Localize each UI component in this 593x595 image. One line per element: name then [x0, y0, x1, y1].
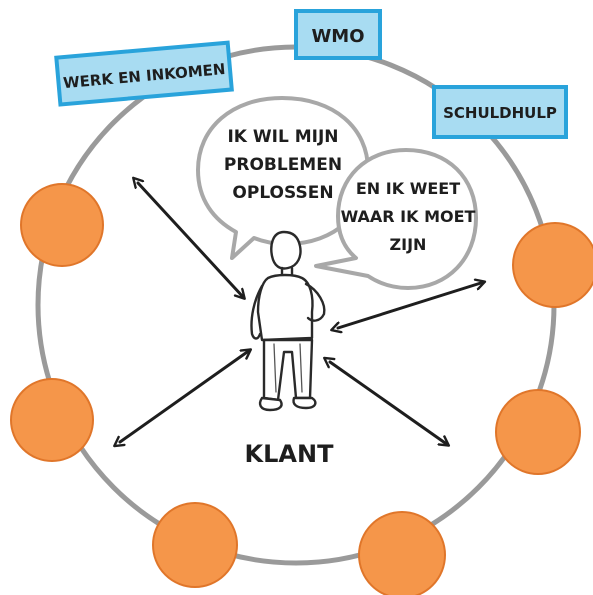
- client-label: KLANT: [245, 440, 335, 468]
- ring-node-bottom-left: [152, 502, 238, 588]
- label-schuldhulp: SCHULDHULP: [432, 85, 568, 139]
- ring-node-right-top: [512, 222, 593, 308]
- bubble-left-line-3: OPLOSSEN: [232, 183, 333, 203]
- ring-node-left-top: [20, 183, 104, 267]
- arrows: [120, 183, 484, 445]
- arrow-right: [338, 282, 484, 328]
- bubble-left-line-2: PROBLEMEN: [224, 155, 342, 175]
- label-wmo: WMO: [294, 9, 382, 60]
- ring-node-bottom-right: [358, 511, 446, 595]
- label-schuldhulp-text: SCHULDHULP: [443, 104, 557, 122]
- arrow-upper-left: [138, 183, 244, 298]
- bubble-right-line-3: ZIJN: [390, 235, 427, 254]
- bubble-right-line-2: WAAR IK MOET: [341, 207, 476, 226]
- bubble-right-line-1: EN IK WEET: [356, 179, 460, 198]
- speech-bubble-right: EN IK WEET WAAR IK MOET ZIJN: [314, 148, 478, 290]
- client-figure: [250, 230, 326, 412]
- label-wmo-text: WMO: [311, 26, 364, 47]
- arrow-lower-right: [330, 362, 448, 445]
- label-werk-en-inkomen: WERK EN INKOMEN: [54, 40, 234, 107]
- arrow-lower-left: [120, 350, 250, 442]
- ring-node-left-bottom: [10, 378, 94, 462]
- ring-node-right-bottom: [495, 389, 581, 475]
- ring-nodes: [10, 183, 593, 595]
- bubble-left-line-1: IK WIL MIJN: [227, 127, 338, 147]
